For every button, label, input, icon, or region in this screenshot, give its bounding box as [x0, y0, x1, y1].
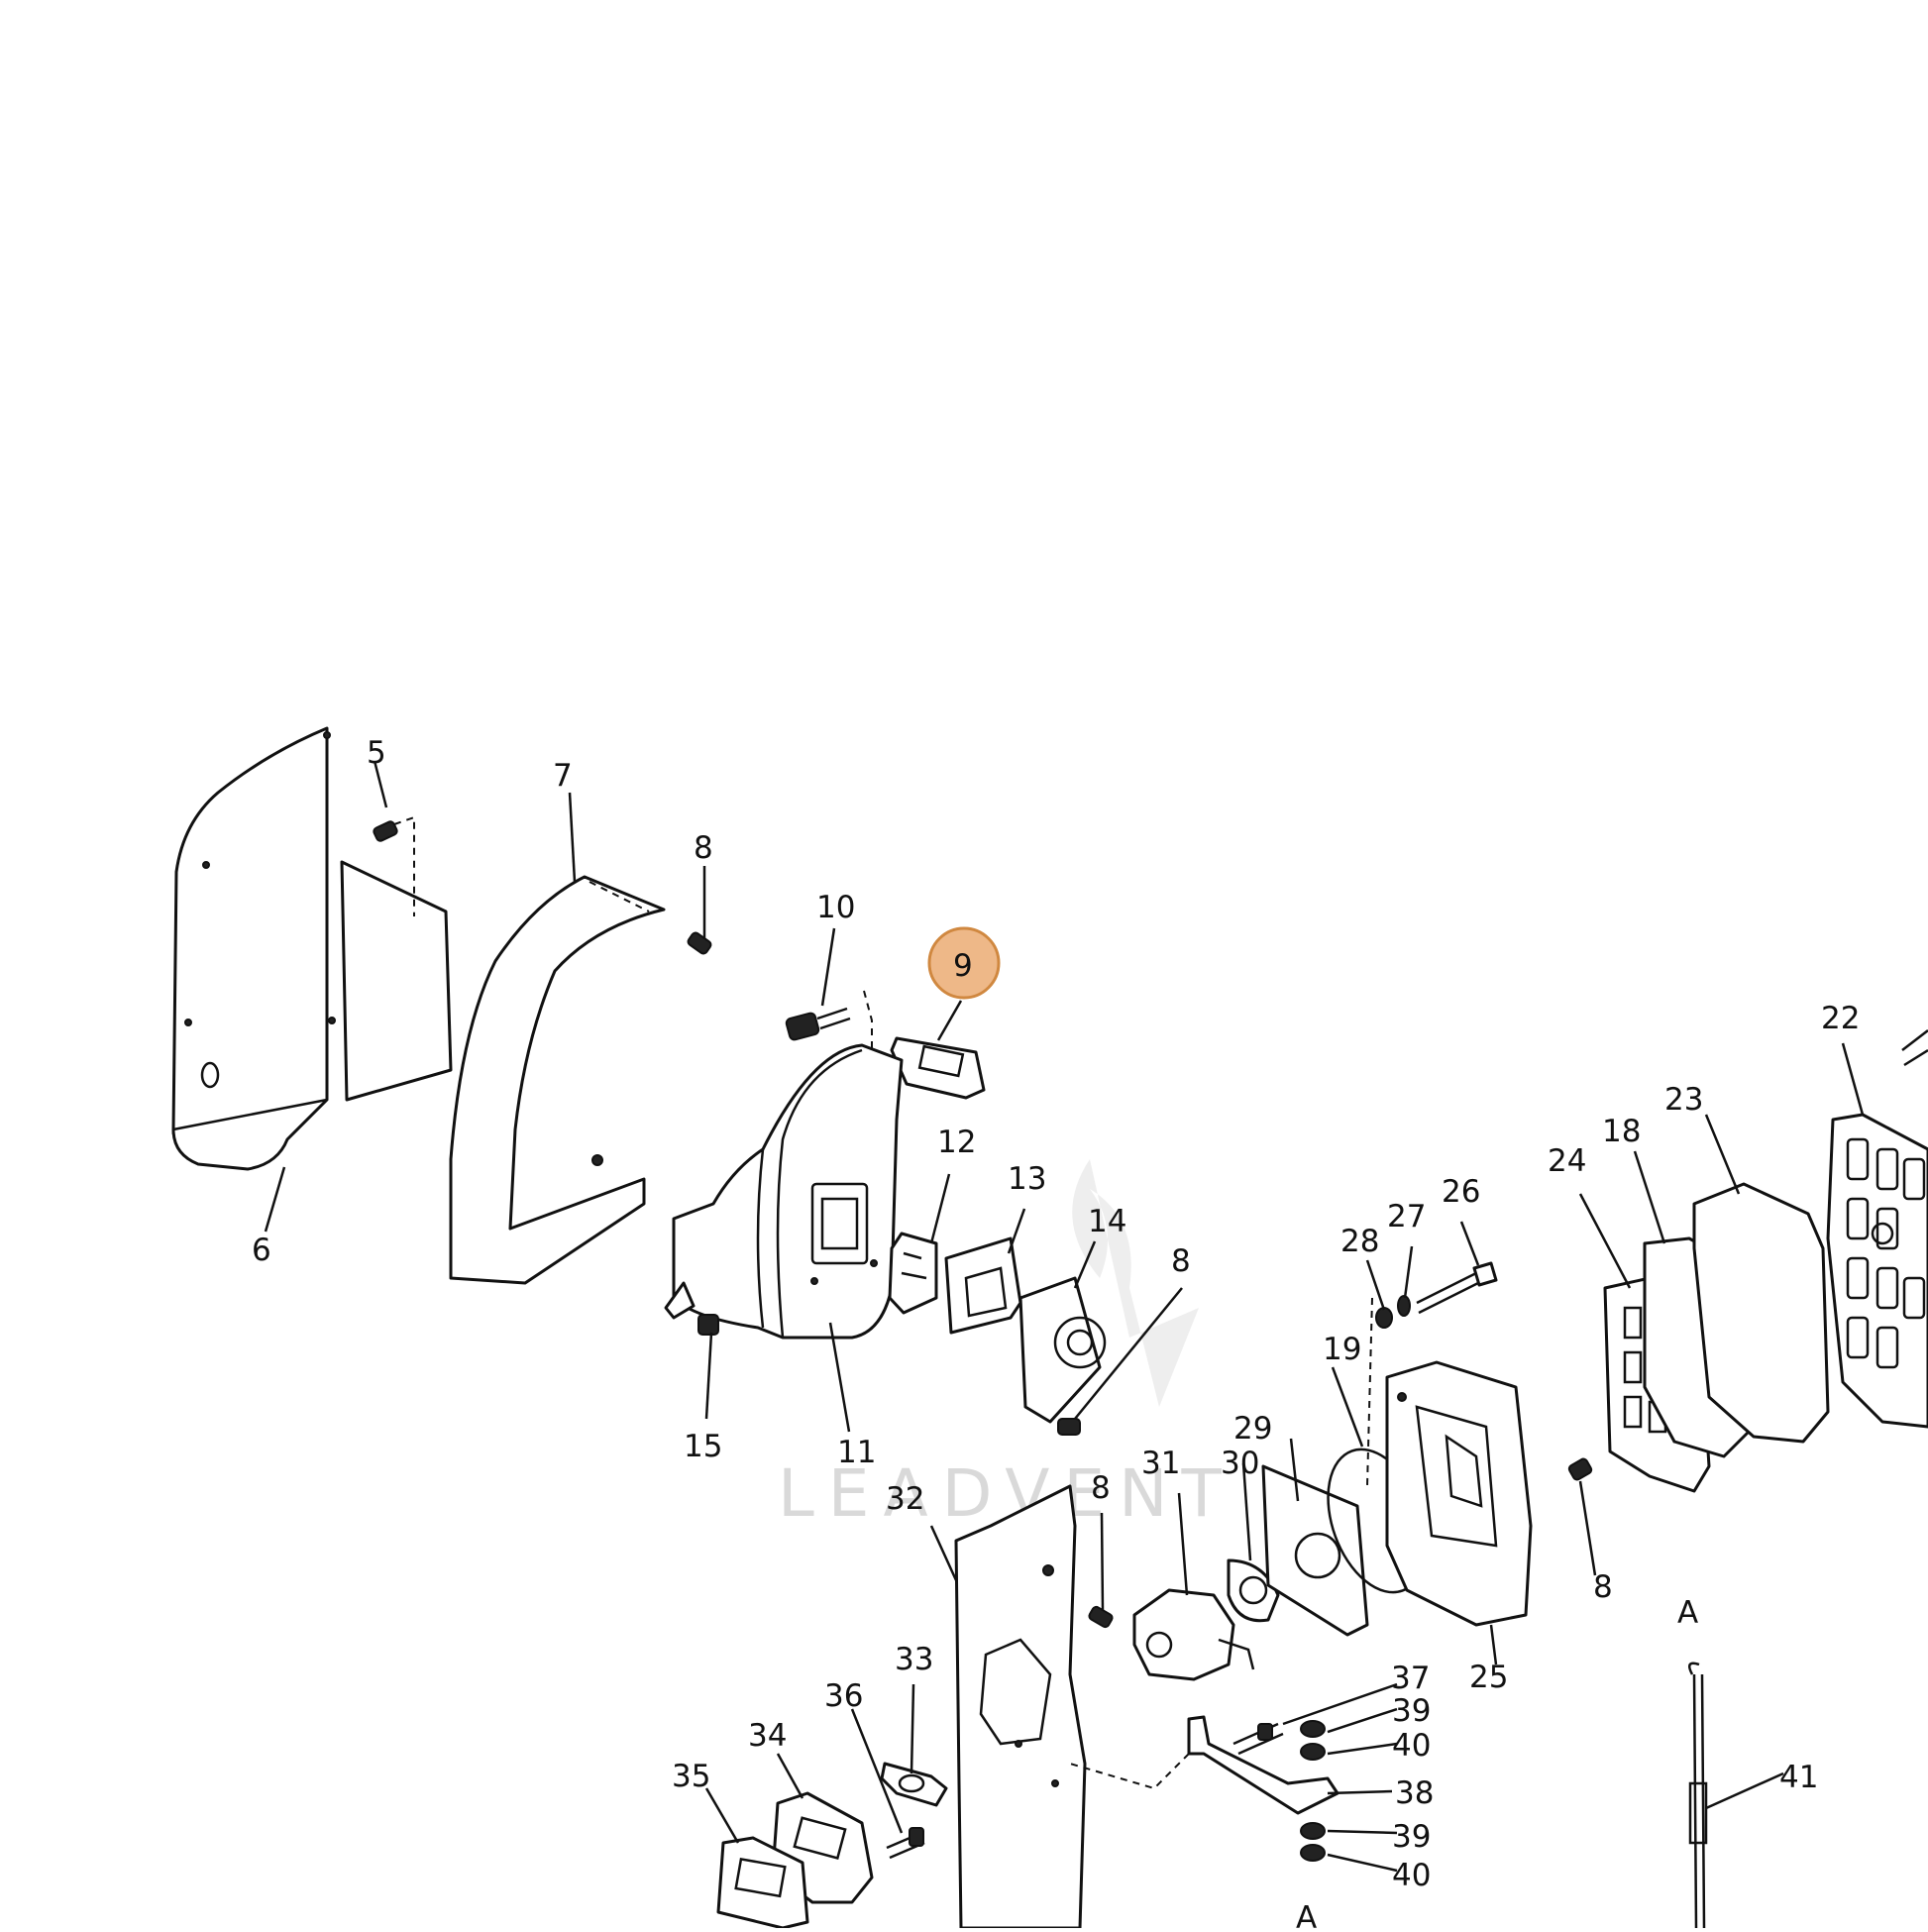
callout-39-a: 39: [1392, 1693, 1431, 1729]
callout-8-c: 8: [1171, 1243, 1191, 1279]
callout-25: 25: [1469, 1660, 1508, 1695]
callout-10: 10: [816, 890, 855, 925]
callout-15: 15: [684, 1429, 722, 1464]
part-37-40-linkage: [1069, 1715, 1339, 1862]
part-8-screw-upper: [687, 931, 712, 955]
callout-8-a: 8: [694, 830, 713, 866]
highlight-circle-9[interactable]: [927, 926, 1001, 1000]
callout-9: 9: [953, 948, 973, 984]
part-10-bolt: [785, 990, 888, 1140]
callout-12: 12: [937, 1125, 976, 1160]
callout-8-d: 8: [1593, 1569, 1613, 1605]
part-11-muffler: [664, 1043, 904, 1340]
callout-26: 26: [1442, 1174, 1480, 1210]
callout-A-bottom: A: [1296, 1900, 1317, 1928]
callout-39-b: 39: [1392, 1819, 1431, 1855]
part-14-flange: [1018, 1276, 1107, 1424]
part-12-plate: [888, 1232, 938, 1315]
callout-30: 30: [1221, 1446, 1259, 1481]
callout-labels: 5 6 7 8 9 10 11 12 13 14 15 18 19 22 23 …: [252, 735, 1860, 1932]
callout-11: 11: [837, 1435, 876, 1470]
callout-8-b: 8: [1091, 1470, 1111, 1506]
part-6-cover: [171, 726, 453, 1171]
callout-5: 5: [367, 735, 386, 771]
callout-33: 33: [895, 1642, 933, 1677]
part-25-airbox: [1385, 1360, 1533, 1627]
part-31-carburetor: [1088, 1588, 1255, 1681]
callout-32: 32: [886, 1481, 924, 1517]
part-35-gasket: [716, 1836, 809, 1930]
callout-6: 6: [252, 1233, 271, 1268]
watermark-logo: [1072, 1159, 1199, 1407]
part-33-gasket: [880, 1762, 948, 1807]
part-9-gasket: [890, 1036, 986, 1100]
callout-35: 35: [672, 1759, 710, 1794]
callout-36: 36: [824, 1678, 863, 1714]
part-22-cover: [1826, 1029, 1928, 1429]
callout-27: 27: [1387, 1199, 1426, 1234]
part-7-shroud: [449, 875, 666, 1285]
callout-14: 14: [1088, 1204, 1126, 1239]
part-23-element: [1692, 1182, 1830, 1444]
callout-34: 34: [748, 1718, 787, 1754]
callout-41: 41: [1779, 1760, 1818, 1795]
callout-38: 38: [1395, 1775, 1434, 1811]
callout-31: 31: [1141, 1446, 1180, 1481]
part-15-screw: [697, 1314, 719, 1336]
part-29-plate: [1261, 1464, 1369, 1637]
part-8-screw-right: [1567, 1457, 1593, 1481]
callout-40-a: 40: [1392, 1728, 1431, 1764]
part-8-screw-middle: [1057, 1418, 1081, 1436]
part-26-28-bolt-set: [1366, 1261, 1498, 1487]
part-30-gasket: [1227, 1558, 1280, 1623]
callout-37: 37: [1391, 1661, 1430, 1696]
part-41-cable: [1687, 1662, 1708, 1929]
callout-29: 29: [1233, 1411, 1272, 1447]
callout-22: 22: [1821, 1001, 1860, 1036]
callout-13: 13: [1008, 1161, 1046, 1197]
part-13-gasket: [944, 1236, 1022, 1335]
callout-A-top: A: [1677, 1595, 1698, 1631]
callout-7: 7: [553, 758, 573, 794]
callout-28: 28: [1340, 1224, 1379, 1259]
callout-40-b: 40: [1392, 1858, 1431, 1893]
part-36-screw: [886, 1827, 925, 1860]
callout-18: 18: [1602, 1114, 1641, 1149]
watermark-text: LEADVENT: [778, 1455, 1235, 1532]
callout-19: 19: [1323, 1332, 1361, 1367]
part-5-screw: [373, 815, 415, 916]
leader-lines: [264, 760, 1865, 1873]
part-32-plate: [954, 1484, 1087, 1930]
callout-24: 24: [1548, 1143, 1586, 1179]
callout-23: 23: [1664, 1082, 1703, 1118]
